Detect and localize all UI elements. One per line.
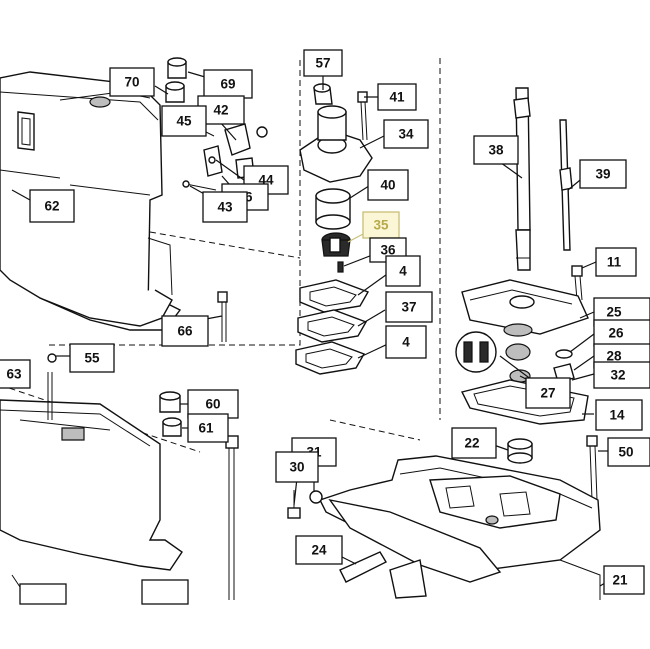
callout-label: 11	[607, 255, 622, 270]
callout-30[interactable]: 30	[275, 451, 319, 483]
bearing-22-drawing	[507, 438, 533, 464]
cropped-callout-box	[141, 579, 189, 605]
callout-69[interactable]: 69	[203, 69, 253, 99]
callout-34[interactable]: 34	[383, 119, 429, 149]
callout-39[interactable]: 39	[579, 159, 627, 189]
callout-label: 55	[84, 351, 100, 366]
callout-4[interactable]: 4	[385, 255, 421, 287]
callout-38[interactable]: 38	[473, 135, 519, 165]
callout-70[interactable]: 70	[109, 67, 155, 97]
callout-24[interactable]: 24	[295, 535, 343, 565]
screws-30-31-drawing	[287, 490, 323, 519]
callout-label: 26	[608, 326, 624, 341]
callout-35[interactable]: 35	[362, 211, 400, 239]
callout-41[interactable]: 41	[377, 83, 417, 111]
lower-left-housing-drawing	[0, 353, 239, 600]
callout-26[interactable]: 26	[593, 319, 650, 347]
callout-label: 63	[6, 367, 22, 382]
callout-label: 4	[402, 335, 410, 350]
callout-label: 38	[488, 143, 504, 158]
callout-11[interactable]: 11	[595, 247, 637, 277]
callout-45[interactable]: 45	[161, 105, 207, 137]
callout-label: 32	[610, 368, 625, 383]
callout-62[interactable]: 62	[29, 189, 75, 223]
callout-label: 66	[177, 324, 193, 339]
callout-label: 41	[389, 90, 405, 105]
callout-label: 50	[618, 445, 633, 460]
callouts: 57 41 34 40 35 36 4 37	[0, 49, 650, 605]
callout-label: 21	[612, 573, 628, 588]
upper-housing-drawing	[0, 71, 182, 331]
callout-40[interactable]: 40	[367, 169, 409, 201]
callout-label: 36	[380, 243, 396, 258]
callout-label: 22	[464, 436, 479, 451]
callout-label: 69	[220, 77, 235, 92]
bolt-50-drawing	[586, 435, 598, 501]
panel-borders	[0, 58, 441, 453]
callout-label: 45	[176, 114, 192, 129]
callout-43[interactable]: 43	[202, 191, 248, 223]
callout-label: 62	[44, 199, 59, 214]
water-pump-drawing	[295, 83, 373, 375]
callout-label: 35	[373, 218, 389, 233]
callout-66[interactable]: 66	[161, 315, 209, 347]
callout-label: 27	[540, 386, 555, 401]
callout-50[interactable]: 50	[607, 437, 650, 467]
callout-57[interactable]: 57	[303, 49, 343, 77]
callout-label: 4	[399, 264, 407, 279]
lower-gearcase-drawing	[319, 455, 601, 600]
callout-4b[interactable]: 4	[385, 325, 427, 359]
callout-label: 61	[198, 421, 214, 436]
callout-label: 60	[205, 397, 220, 412]
callout-label: 30	[289, 460, 304, 475]
bolt-66-drawing	[217, 291, 228, 342]
cropped-callout-box	[19, 583, 67, 605]
callout-label: 39	[595, 167, 610, 182]
callout-label: 37	[401, 300, 416, 315]
callout-27[interactable]: 27	[525, 377, 571, 409]
callout-14[interactable]: 14	[595, 399, 643, 431]
callout-label: 25	[606, 305, 622, 320]
callout-label: 24	[311, 543, 327, 558]
callout-32[interactable]: 32	[593, 361, 650, 389]
callout-21[interactable]: 21	[603, 565, 645, 595]
callout-label: 42	[213, 103, 228, 118]
callout-label: 40	[380, 178, 395, 193]
callout-61[interactable]: 61	[187, 413, 229, 443]
callout-label: 34	[398, 127, 414, 142]
callout-label: 28	[606, 349, 622, 364]
callout-37[interactable]: 37	[385, 291, 433, 323]
shafts-drawing	[513, 87, 583, 301]
callout-60[interactable]: 60	[187, 389, 239, 419]
callout-label: 70	[124, 75, 139, 90]
callout-22[interactable]: 22	[451, 427, 497, 459]
callout-label: 14	[609, 408, 625, 423]
callout-55[interactable]: 55	[69, 343, 115, 373]
callout-label: 43	[217, 200, 233, 215]
callout-63[interactable]: 63	[0, 359, 31, 389]
callout-label: 57	[315, 56, 330, 71]
bushings-69-70-drawing	[165, 57, 187, 103]
